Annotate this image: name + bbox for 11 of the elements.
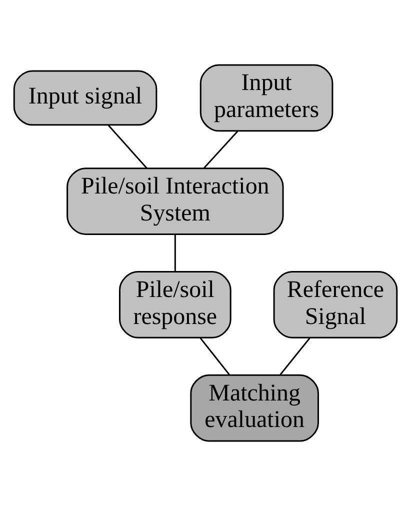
node-box: Input signal bbox=[13, 70, 158, 126]
connector bbox=[200, 336, 230, 375]
node-box: Pile/soil response bbox=[118, 270, 232, 338]
node-box: Input parameters bbox=[200, 64, 334, 132]
node-box: Pile/soil Interaction System bbox=[66, 167, 284, 235]
connector bbox=[108, 124, 148, 168]
connector bbox=[280, 336, 310, 375]
node-box: Matching evaluation bbox=[190, 374, 319, 442]
connector bbox=[174, 234, 176, 271]
connector bbox=[204, 130, 238, 168]
node-box: Reference Signal bbox=[273, 270, 398, 338]
